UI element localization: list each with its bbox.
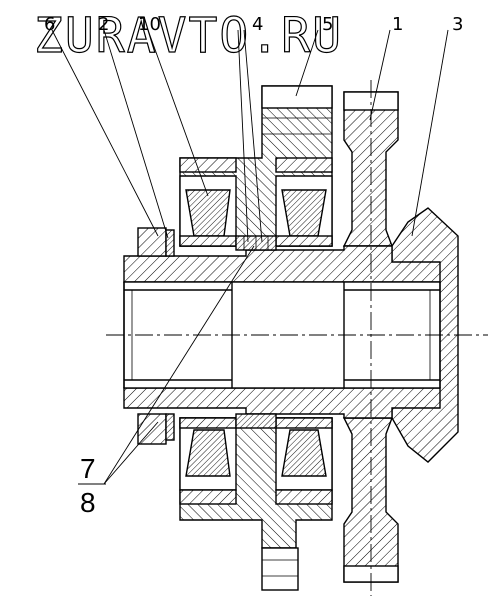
bearing-left-lower	[179, 417, 237, 505]
locknut-upper	[137, 227, 175, 257]
callout-5: 5	[322, 14, 333, 35]
callout-3: 3	[452, 14, 463, 35]
watermark-text: ZURAVTO.RU	[34, 8, 343, 64]
callout-1: 1	[392, 14, 403, 35]
leader-lines	[51, 29, 449, 485]
callout-4: 4	[252, 14, 263, 35]
bearing-spacer	[235, 235, 277, 429]
locknut-lower	[137, 413, 175, 445]
callout-10: 10	[138, 14, 161, 35]
bearing-right-upper	[275, 157, 333, 247]
shaft-wall-lower	[123, 387, 441, 419]
bearing-right-lower	[275, 417, 333, 505]
callout-8: 8	[80, 487, 96, 518]
callout-2: 2	[98, 14, 109, 35]
callout-6: 6	[44, 14, 55, 35]
bearing-left-upper	[179, 157, 237, 247]
callout-7: 7	[80, 453, 96, 484]
